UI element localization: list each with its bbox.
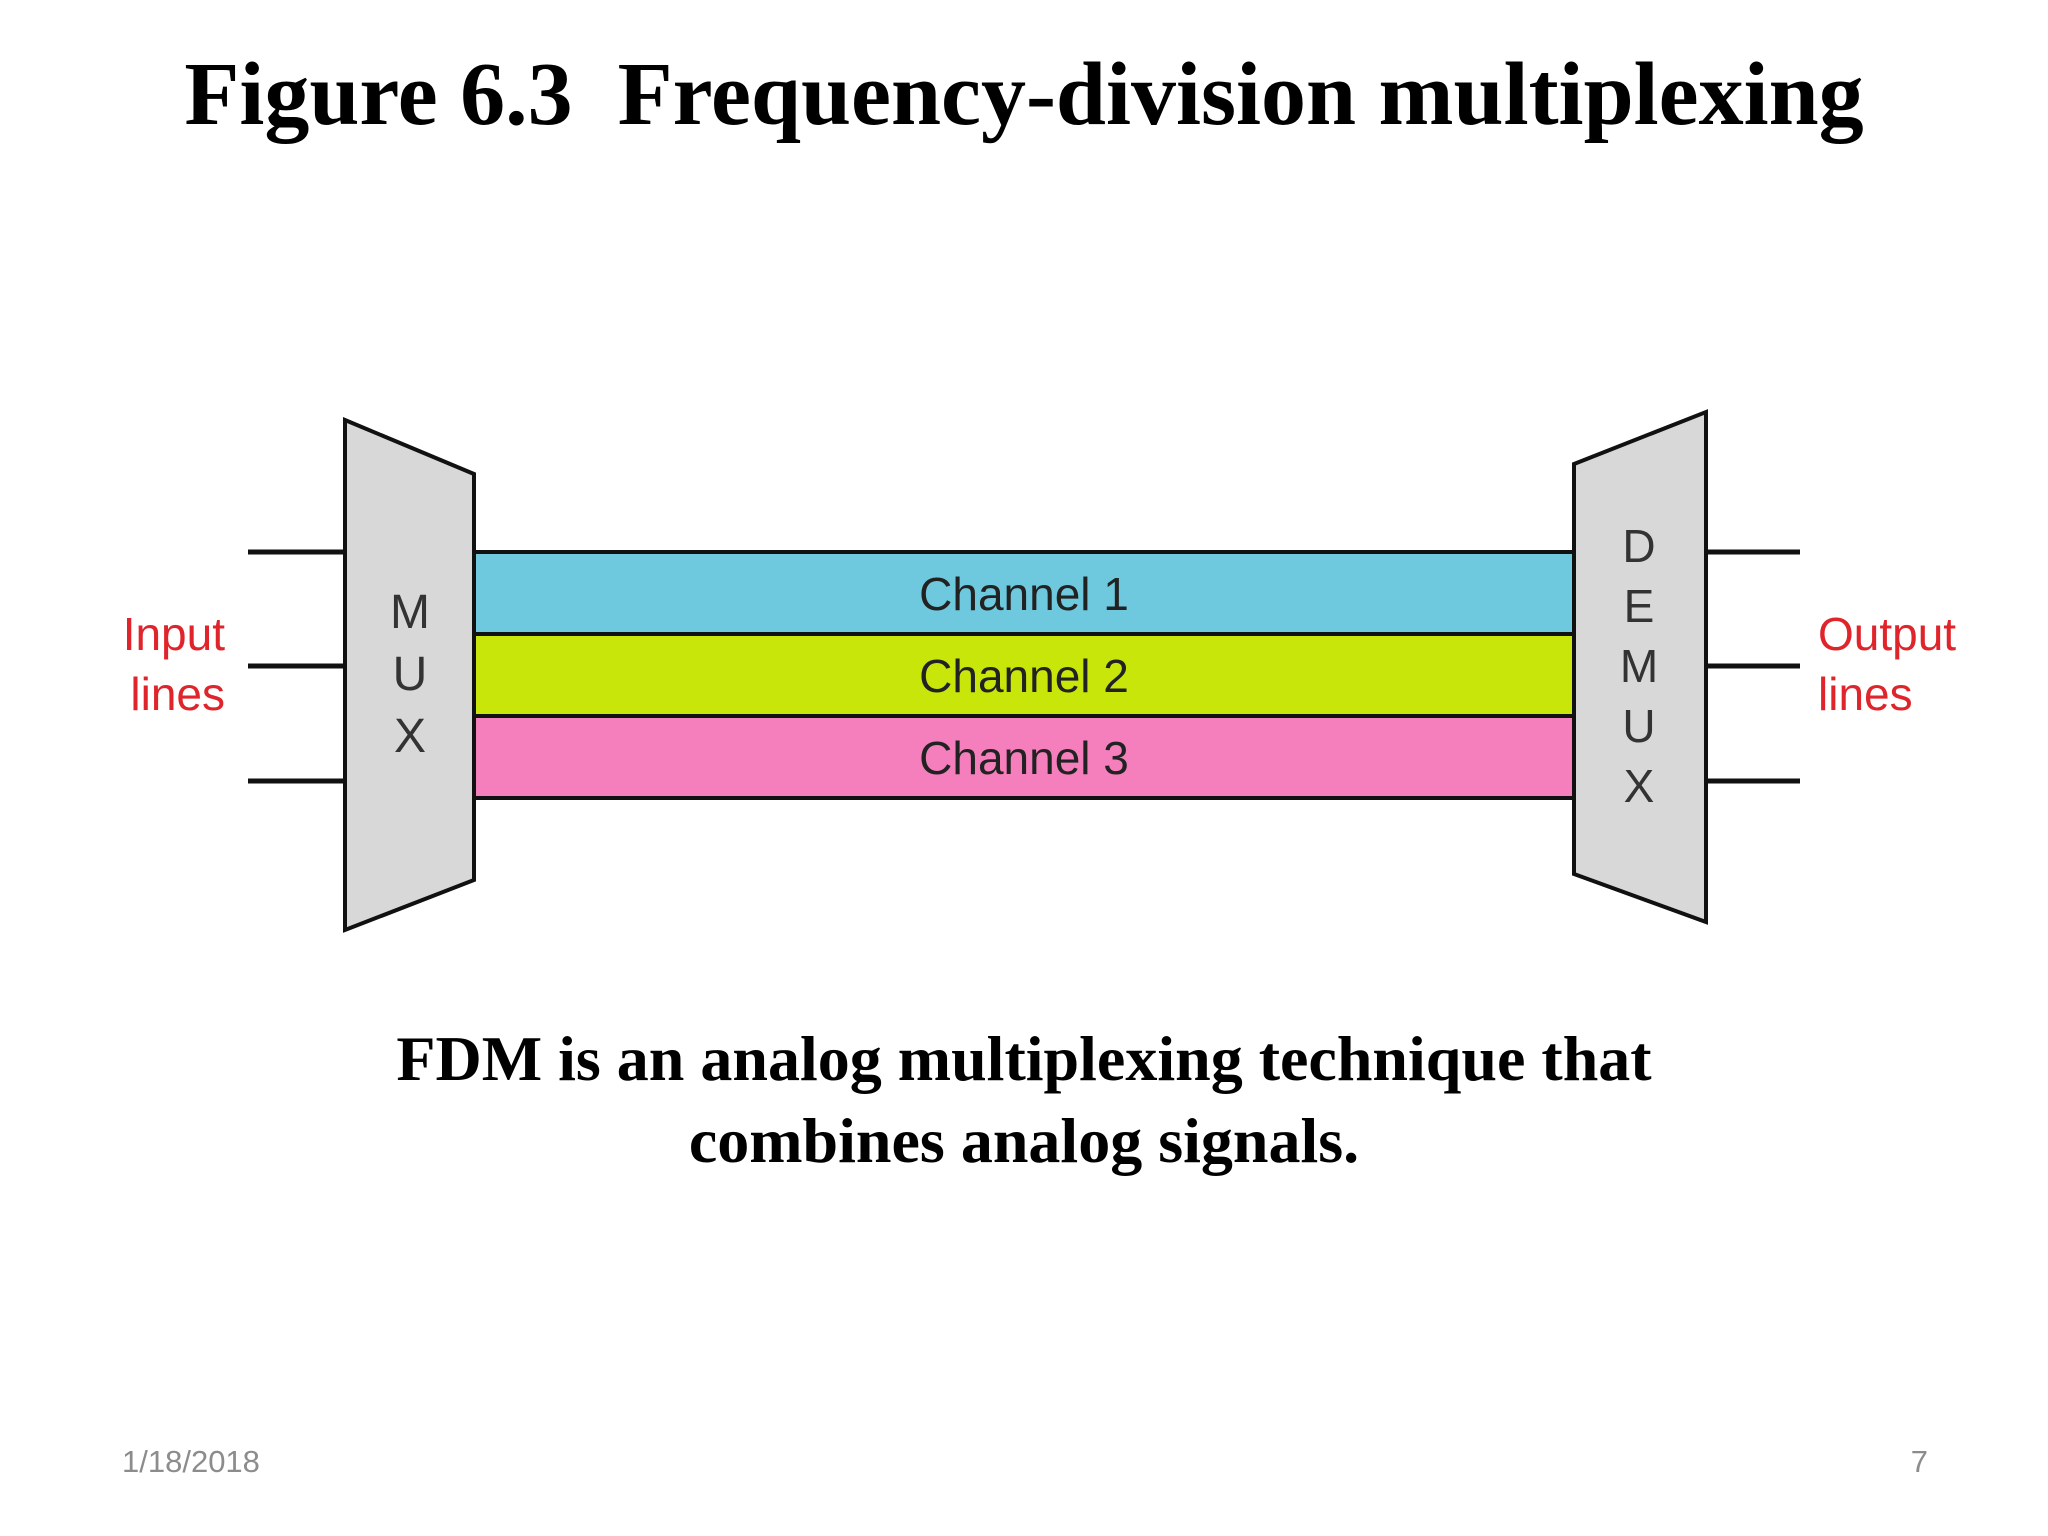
caption-line-2: combines analog signals. [688,1105,1360,1176]
input-label-line-2: lines [130,668,225,720]
slide-title: Figure 6.3 Frequency-division multiplexi… [184,45,1864,144]
footer-page-number: 7 [1910,1444,1928,1479]
footer-date: 1/18/2018 [122,1444,260,1479]
output-label-line-2: lines [1818,668,1913,720]
demux-letter-m: M [1620,640,1658,692]
mux-box [343,416,476,933]
demux-box [1572,409,1708,925]
mux-letter-x: X [394,710,426,763]
input-label-line-1: Input [123,608,226,660]
mux-letter-m: M [390,586,430,639]
demux-letter-e: E [1624,580,1655,632]
channel-3-band [472,714,1576,800]
channel-3-label: Channel 3 [919,732,1129,784]
channel-2-band [472,632,1576,718]
demux-letter-d: D [1622,520,1655,572]
caption-line-1: FDM is an analog multiplexing technique … [396,1023,1652,1094]
mux-letter-u: U [393,648,428,701]
output-label-line-1: Output [1818,608,1956,660]
demux-letter-x: X [1624,760,1655,812]
demux-letter-u: U [1622,700,1655,752]
channel-1-band [472,550,1576,636]
channel-1-label: Channel 1 [919,568,1129,620]
channel-2-label: Channel 2 [919,650,1129,702]
slide-caption: FDM is an analog multiplexing technique … [224,1018,1824,1182]
